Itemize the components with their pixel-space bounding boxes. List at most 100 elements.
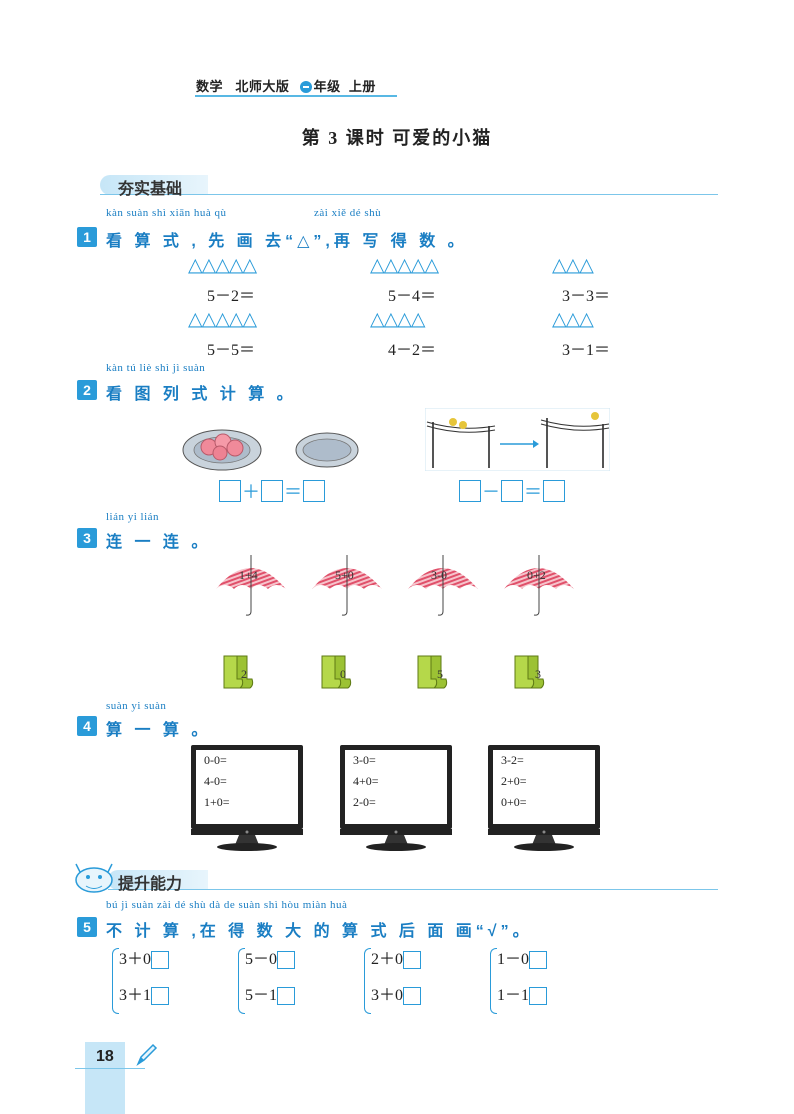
check-box[interactable] (151, 987, 170, 1006)
section-label: 夯实基础 (118, 181, 183, 198)
compare-row: 3＋1 (119, 978, 170, 1014)
umbrella-1[interactable]: 1+4 (216, 555, 286, 616)
compare-expression: 5－1 (245, 987, 278, 1004)
check-box[interactable] (277, 951, 296, 970)
section-label: 提升能力 (118, 876, 183, 893)
compare-row: 1－0 (497, 942, 548, 978)
page-number: 18 (96, 1048, 114, 1065)
boot-2[interactable]: 0 (321, 655, 352, 689)
question-text: 看 算 式 , 先 画 去“△”,再 写 得 数 。 (106, 233, 468, 250)
boot-label: 0 (340, 667, 346, 681)
monitor-3: 3-2= 2+0= 0+0= (488, 745, 600, 851)
q2-answer-left: ＋＝ (219, 478, 325, 504)
umbrella-2[interactable]: 5+0 (312, 555, 382, 616)
q5-pinyin: bú jì suàn zài dé shù dà de suàn shì hòu… (106, 899, 348, 911)
answer-box[interactable] (219, 480, 241, 502)
compare-row: 5－0 (245, 942, 296, 978)
monitor-expression: 3-2= (501, 753, 524, 767)
equals-sign: ＝ (284, 482, 302, 502)
compare-expression: 3＋0 (371, 987, 404, 1004)
answer-box[interactable] (303, 480, 325, 502)
check-box[interactable] (151, 951, 170, 970)
brace (490, 948, 497, 1014)
compare-expression: 3＋0 (119, 951, 152, 968)
brace (238, 948, 245, 1014)
expression: 5－2＝ (207, 288, 256, 305)
boot-4[interactable]: 3 (514, 655, 545, 689)
monitor-screen: 0-0= 4-0= 1+0= (191, 745, 303, 829)
answer-box[interactable] (261, 480, 283, 502)
section-banner (100, 175, 208, 195)
umbrella-label: 0+2 (527, 568, 546, 582)
section-divider (100, 194, 718, 195)
answer-box[interactable] (501, 480, 523, 502)
compare-row: 2＋0 (371, 942, 422, 978)
check-box[interactable] (529, 987, 548, 1006)
umbrella-label: 5+0 (335, 568, 354, 582)
boot-1[interactable]: 2 (223, 655, 254, 689)
monitor-expression: 0-0= (204, 753, 227, 767)
check-box[interactable] (277, 987, 296, 1006)
question-text: 算 一 算 。 (106, 722, 212, 739)
triangle-row: △△△ (552, 255, 594, 276)
umbrella-3[interactable]: 3-0 (408, 555, 478, 616)
q1-pinyin-a: kàn suàn shì xiān huà qù (106, 207, 227, 219)
expression: 5－5＝ (207, 342, 256, 359)
equals-sign: ＝ (524, 482, 542, 502)
triangle-row: △△△△△ (188, 255, 257, 276)
umbrella-label: 1+4 (239, 568, 258, 582)
footer-tab (85, 1042, 125, 1114)
answer-box[interactable] (459, 480, 481, 502)
plus-sign: ＋ (242, 482, 260, 502)
answer-box[interactable] (543, 480, 565, 502)
q4-pinyin: suàn yi suàn (106, 700, 167, 712)
monitor-expression: 1+0= (204, 795, 230, 809)
expression: 3－1＝ (562, 342, 611, 359)
expression: 5－4＝ (388, 288, 437, 305)
peach-plates-illustration (182, 429, 359, 471)
boot-label: 3 (535, 667, 541, 681)
header-subject: 数学 (196, 79, 224, 94)
compare-expression: 1－1 (497, 987, 530, 1004)
section-banner (108, 870, 208, 890)
triangle-row: △△△ (552, 309, 594, 330)
q1-pinyin-b: zài xiě dé shù (314, 207, 382, 219)
triangle-row: △△△△△ (188, 309, 257, 330)
compare-expression: 3＋1 (119, 987, 152, 1004)
footer-line (75, 1068, 145, 1069)
question-number: 4 (77, 716, 97, 736)
compare-row: 5－1 (245, 978, 296, 1014)
monitor-expression: 4+0= (353, 774, 379, 788)
check-box[interactable] (529, 951, 548, 970)
running-header: 数学 北师大版 年级 上册 (196, 76, 376, 95)
umbrella-4[interactable]: 0+2 (504, 555, 574, 616)
compare-row: 3＋0 (371, 978, 422, 1014)
check-box[interactable] (403, 987, 422, 1006)
boot-label: 2 (241, 667, 247, 681)
pencil-icon (136, 1043, 158, 1067)
compare-row: 1－1 (497, 978, 548, 1014)
expression: 4－2＝ (388, 342, 437, 359)
umbrella-label: 3-0 (431, 568, 447, 582)
q2-answer-right: －＝ (459, 478, 565, 504)
grade-one-icon (299, 81, 312, 93)
monitor-expression: 0+0= (501, 795, 527, 809)
boot-3[interactable]: 5 (417, 655, 448, 689)
monitor-expression: 4-0= (204, 774, 227, 788)
birds-on-wire-illustration (425, 408, 610, 471)
check-box[interactable] (403, 951, 422, 970)
compare-expression: 2＋0 (371, 951, 404, 968)
monitor-1: 0-0= 4-0= 1+0= (191, 745, 303, 851)
compare-expression: 5－0 (245, 951, 278, 968)
compare-row: 3＋0 (119, 942, 170, 978)
monitor-expression: 3-0= (353, 753, 376, 767)
triangle-row: △△△△△ (370, 255, 439, 276)
mascot-icon (75, 863, 113, 893)
brace (364, 948, 371, 1014)
header-grade: 年级 (313, 79, 341, 94)
question-text: 连 一 连 。 (106, 534, 212, 551)
triangle-row: △△△△ (370, 309, 425, 330)
monitor-stand (340, 829, 452, 851)
umbrellas-and-boots: 1+4 5+0 3-0 0+2 2 0 5 3 (216, 555, 574, 689)
boot-label: 5 (437, 667, 443, 681)
